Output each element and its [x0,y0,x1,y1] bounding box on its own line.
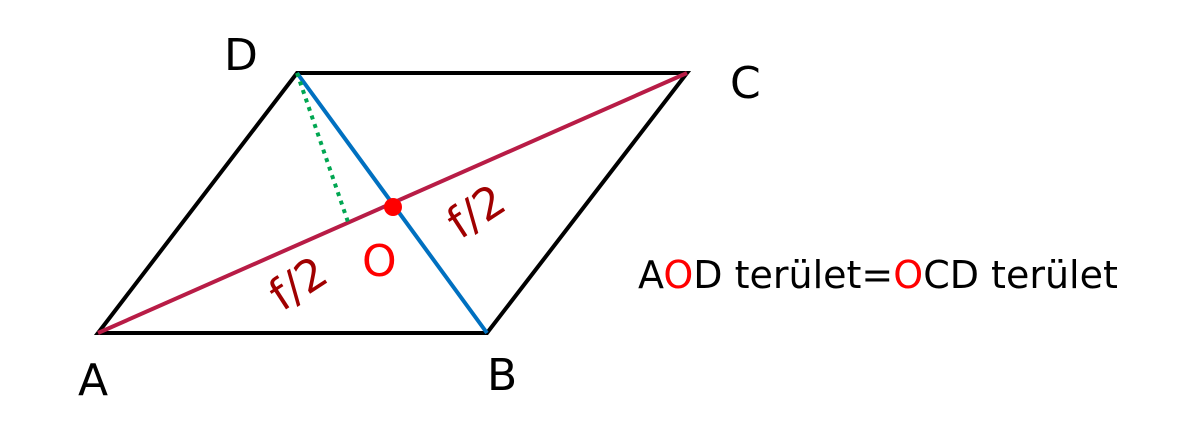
eq-rest1: D terület= [693,253,893,297]
label-b: B [487,350,517,401]
label-a: A [78,355,108,406]
eq-o1: O [663,253,693,297]
center-point-o [384,198,402,216]
half-diagonal-label-right: f/2 [438,175,515,250]
height-dotted-line [295,72,350,223]
label-c: C [730,58,761,109]
label-o: O [362,236,397,287]
eq-o2: O [893,253,923,297]
area-equation: AOD terület=OCD terület [638,253,1118,297]
label-d: D [224,30,258,81]
eq-a: A [638,253,664,297]
eq-rest2: CD terület [923,253,1118,297]
